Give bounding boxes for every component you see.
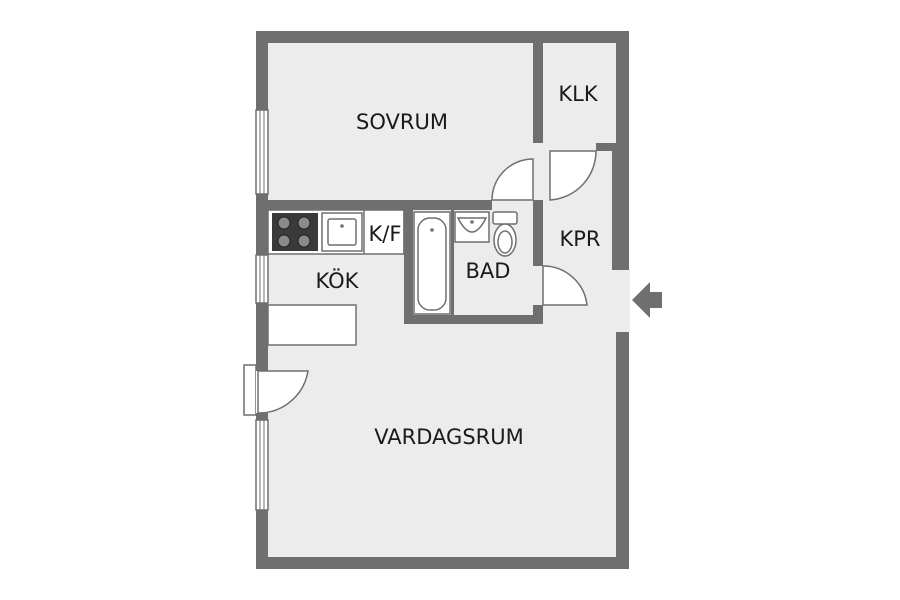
toilet-icon [492,211,518,257]
window-living-room [255,419,269,511]
wall-bedroom-south [268,200,492,210]
entrance-opening [615,270,630,332]
room-label-bad: BAD [466,259,511,283]
bedroom-door [491,158,534,210]
wall-bath-west [404,210,413,324]
room-label-sovrum: SOVRUM [356,110,448,134]
kitchen-island [267,304,357,346]
room-label-kok: KÖK [316,268,360,293]
room-label-klk: KLK [558,82,598,106]
wall-bath-east-upper [533,200,543,266]
wall-closet-south [596,143,616,151]
closet-door [543,143,597,201]
wall-bath-north [404,200,543,210]
room-label-kf: K/F [369,222,402,246]
room-label-kpr: KPR [559,227,600,251]
wall-bath-east-lower [533,305,543,324]
balcony-door [243,364,309,416]
wall-hall-east [612,151,616,270]
wall-closet-west [533,43,543,143]
bathroom-door [542,265,588,306]
entrance-arrow-icon [632,282,662,318]
bathtub-icon [413,211,451,315]
stove-icon [272,213,318,251]
kitchen-counter [267,209,405,255]
kitchen-sink-icon [321,212,363,252]
window-kitchen [255,254,269,304]
wall-bath-south [404,315,543,324]
washbasin-icon [454,211,490,243]
window-bedroom [255,109,269,195]
room-label-vardagsrum: VARDAGSRUM [374,425,523,449]
wall-bath-divider [451,210,454,315]
